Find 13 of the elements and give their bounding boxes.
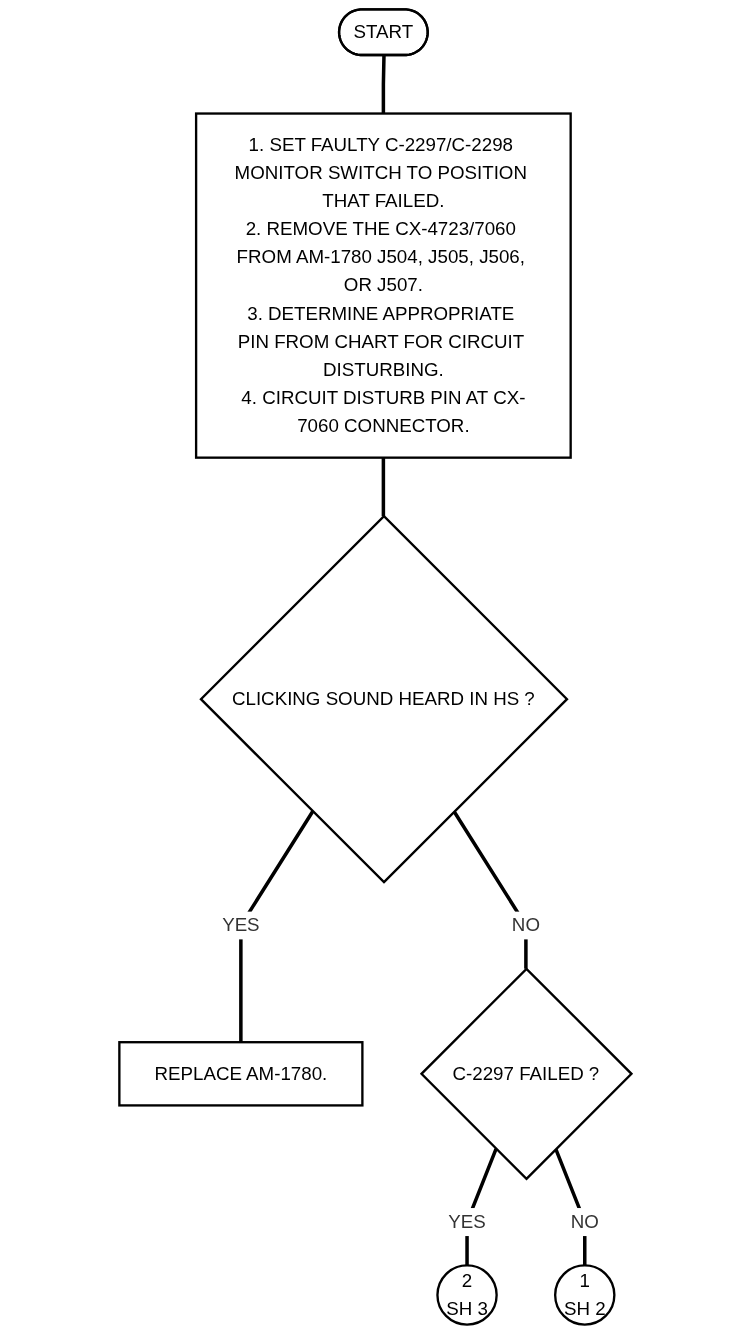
node-box: 1. SET FAULTY C-2297/C-2298 MONITOR SWITCH TO POSITION THAT FAILED. 2. REMOVE THE CX-4723/7060 FROM AM-1780 J504, J505, J506, OR J507. 3. DETERMINE APPROPRIATE PIN FROM CHART FOR CIRCUIT DISTURBING. 4. CIRCUIT DISTURB PIN AT CX-7060 CONNECTOR.: [195, 112, 572, 459]
edge-label: YES: [448, 1211, 486, 1232]
node-circle: 1 SH 2: [554, 1264, 616, 1326]
node-box: REPLACE AM-1780.: [118, 1041, 364, 1107]
edge-label: NO: [511, 914, 541, 935]
node-diamond: CLICKING SOUND HEARD IN HS ?: [199, 514, 569, 884]
connector: [381, 55, 386, 114]
connector: [381, 457, 386, 517]
node-circle: 2 SH 3: [436, 1264, 498, 1326]
node-diamond: C-2297 FAILED ?: [419, 967, 634, 1181]
connector: [239, 810, 315, 1043]
edge-label: NO: [570, 1211, 599, 1232]
edge-label: YES: [222, 914, 260, 935]
